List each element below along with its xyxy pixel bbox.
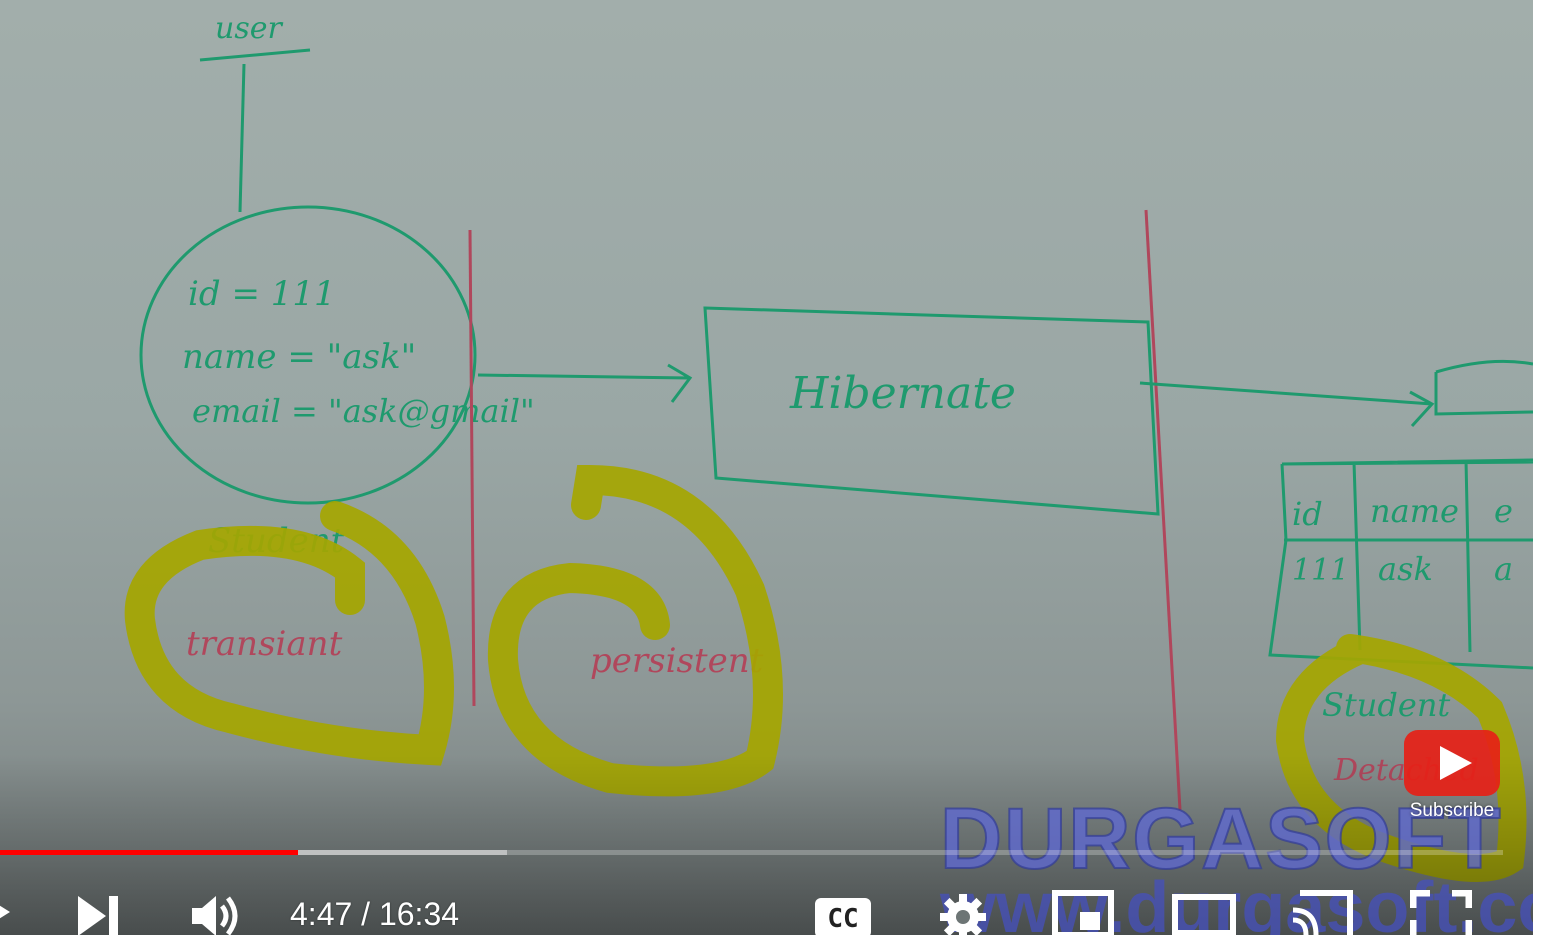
board-top-label: user <box>215 11 283 46</box>
current-time: 4:47 <box>290 896 353 932</box>
progress-bar[interactable] <box>0 848 1503 857</box>
theater-mode-button[interactable] <box>1172 894 1236 935</box>
object-field-id: id = 111 <box>188 274 336 314</box>
board-underline <box>199 48 311 62</box>
boundary-line-right <box>1144 209 1182 811</box>
arrow-to-hibernate <box>477 363 693 403</box>
progress-played <box>0 850 298 855</box>
highlight-transient <box>124 501 454 766</box>
boundary-line-left <box>468 229 476 707</box>
fullscreen-icon <box>1409 889 1473 935</box>
progress-track <box>0 850 1503 855</box>
db-header-email: e <box>1494 492 1513 530</box>
cast-icon <box>1292 890 1353 935</box>
captions-button[interactable]: CC <box>815 898 871 935</box>
subscribe-label: Subscribe <box>1409 800 1495 821</box>
arrow-to-database <box>1139 381 1435 428</box>
cast-button[interactable] <box>1290 890 1354 935</box>
volume-icon <box>192 896 238 935</box>
subscribe-button[interactable]: Subscribe <box>1404 730 1500 826</box>
db-cell-email: a <box>1494 550 1513 588</box>
database-cylinder <box>1434 359 1533 416</box>
highlight-detached <box>1275 634 1527 882</box>
state-persistent-label: persistent <box>590 641 764 681</box>
miniplayer-icon <box>1052 890 1114 935</box>
duration: 16:34 <box>378 896 460 932</box>
next-icon <box>78 896 118 935</box>
captions-label: CC <box>827 904 859 934</box>
hibernate-box <box>703 306 1160 516</box>
watermark-brand: DURGASOFT <box>939 791 1503 887</box>
object-field-email: email = "ask@gmail" <box>192 392 535 430</box>
play-button[interactable] <box>0 892 14 932</box>
play-icon <box>0 905 10 919</box>
object-field-name: name = "ask" <box>182 337 416 377</box>
miniplayer-button[interactable] <box>1052 890 1114 935</box>
hibernate-label: Hibernate <box>789 368 1016 419</box>
next-button[interactable] <box>76 896 122 935</box>
volume-button[interactable] <box>190 894 244 935</box>
db-header-name: name <box>1370 492 1459 530</box>
settings-button[interactable] <box>938 892 988 935</box>
time-display: 4:47 / 16:34 <box>290 896 459 933</box>
theater-icon <box>1172 894 1236 935</box>
db-table-grid <box>1268 458 1533 670</box>
db-header-id: id <box>1292 495 1323 533</box>
time-separator: / <box>361 896 371 932</box>
page-right-margin <box>1533 0 1562 935</box>
object-circle <box>139 205 477 505</box>
fullscreen-button[interactable] <box>1409 889 1473 935</box>
youtube-logo-icon <box>1404 730 1500 796</box>
db-cell-id: 111 <box>1292 553 1349 588</box>
watermark-url: www.durgasoft.com <box>940 868 1533 935</box>
right-object-label: Student <box>1322 686 1450 724</box>
gear-icon <box>940 894 986 935</box>
player-controls: 4:47 / 16:34 CC <box>0 870 1533 935</box>
state-transient-label: transiant <box>186 624 343 664</box>
db-cell-name: ask <box>1378 550 1433 588</box>
highlight-persistent <box>487 464 783 797</box>
board-connector <box>238 63 246 213</box>
